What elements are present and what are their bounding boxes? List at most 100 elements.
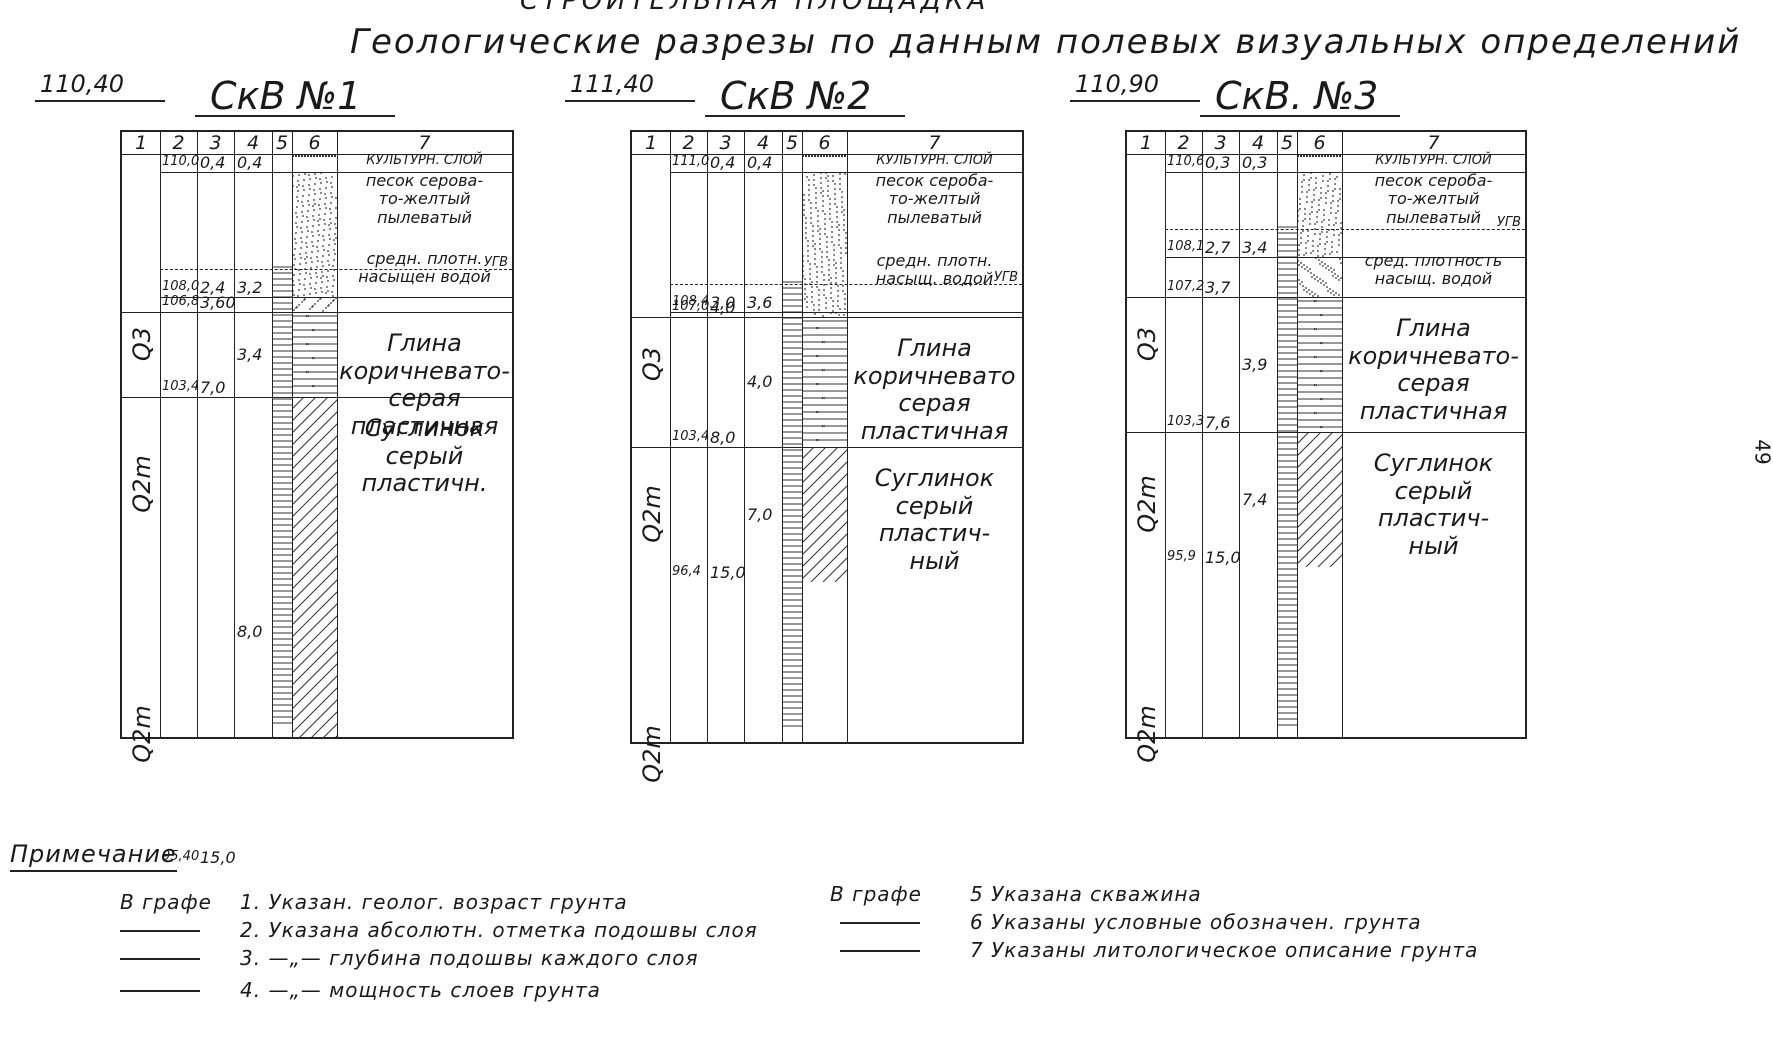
layer-abs-elevation: 110,6: [1167, 154, 1205, 169]
svg-text:": ": [816, 354, 820, 363]
column-divider: [292, 132, 293, 737]
layer-description: песок сероба- то-желтый пылеватый: [1374, 171, 1493, 227]
column-divider: [1277, 132, 1278, 737]
column-header-4: 4: [246, 132, 260, 154]
layer-description: сред. плотность насыщ. водой: [1364, 251, 1503, 289]
layer-depth: 0,4: [200, 153, 226, 172]
groundwater-level-line: [160, 269, 512, 270]
notes-left-prefix: В графе: [120, 890, 212, 914]
well-name: СкВ. №3: [1215, 74, 1379, 118]
layer-abs-elevation: 106,8: [162, 294, 200, 309]
layer-boundary: [1165, 297, 1525, 298]
layer-thickness: 3,9: [1242, 354, 1268, 374]
svg-text:": ": [822, 424, 826, 433]
geological-age-label: Q2m: [1133, 475, 1161, 533]
layer-thickness: 0,3: [1242, 153, 1268, 172]
column-divider: [1297, 132, 1298, 737]
layer-description: песок сероба- то-желтый пылеватый: [875, 171, 994, 227]
borehole-column: [1277, 226, 1297, 726]
geological-age-label: Q2m: [1133, 705, 1161, 763]
soil-pattern-clay: """""""""": [1297, 299, 1342, 434]
svg-text:": ": [306, 370, 310, 379]
elevation-line: [35, 100, 165, 102]
layer-boundary: [160, 297, 512, 298]
soil-column-graphic: """"""""": [782, 155, 847, 727]
column-header-3: 3: [1214, 132, 1227, 154]
notes-block: Примечание В графе 1. Указан. геолог. во…: [10, 840, 1770, 1040]
layer-boundary: [160, 172, 512, 173]
column-divider: [802, 132, 803, 742]
svg-text:": ": [816, 326, 820, 335]
page-number: 49: [1750, 439, 1773, 465]
column-header-7: 7: [928, 132, 941, 154]
note-dash: [120, 990, 200, 992]
well-name-underline: [1200, 115, 1400, 117]
well-name-underline: [195, 115, 395, 117]
layer-abs-elevation: 95,9: [1167, 549, 1196, 564]
layer-abs-elevation: 108,1: [1167, 239, 1205, 254]
layer-depth: 3,7: [1205, 278, 1231, 297]
svg-text:": ": [312, 328, 316, 337]
layer-boundary: [160, 312, 512, 313]
note-7: 7 Указаны литологическое описание грунта: [970, 938, 1479, 962]
note-3: 3. —„— глубина подошвы каждого слоя: [240, 946, 699, 970]
age-boundary: [1127, 297, 1165, 298]
layer-thickness: 7,0: [747, 504, 773, 524]
soil-pattern-sand: [292, 172, 337, 297]
column-header-4: 4: [1251, 132, 1265, 154]
svg-text:": ": [312, 356, 316, 365]
layer-depth: 15,0: [200, 848, 236, 867]
layer-boundary: [670, 312, 1022, 313]
groundwater-level-line: [1165, 229, 1525, 230]
column-header-5: 5: [275, 132, 289, 154]
column-divider: [670, 132, 671, 742]
soil-pattern-sand: [1297, 172, 1342, 257]
layer-description: КУЛЬТУРН. СЛОЙ: [876, 153, 993, 168]
column-divider: [707, 132, 708, 742]
age-boundary: [122, 397, 160, 398]
groundwater-level-label: УГВ: [483, 255, 508, 270]
layer-thickness: 0,4: [237, 153, 263, 172]
note-1: 1. Указан. геолог. возраст грунта: [240, 890, 628, 914]
svg-text:": ": [822, 368, 826, 377]
borehole-column: [272, 266, 292, 724]
svg-text:": ": [312, 384, 316, 393]
column-divider: [1202, 132, 1203, 737]
layer-depth: 7,6: [1205, 413, 1231, 432]
layer-abs-elevation: 110,0: [162, 154, 200, 169]
column-header-3: 3: [719, 132, 732, 154]
column-header-2: 2: [682, 132, 695, 154]
svg-text:": ": [1320, 425, 1324, 434]
column-header-6: 6: [818, 132, 831, 154]
layer-boundary: [160, 397, 512, 398]
column-header-1: 1: [644, 132, 658, 154]
svg-text:": ": [822, 396, 826, 405]
groundwater-level-label: УГВ: [1496, 215, 1521, 230]
age-boundary: [1127, 432, 1165, 433]
soil-pattern-loam: [802, 447, 847, 582]
geological-age-label: Q2m: [128, 455, 156, 513]
note-dash: [120, 958, 200, 960]
layer-boundary: [670, 317, 1022, 318]
soil-pattern-clay: """""": [292, 314, 337, 394]
layer-boundary: [1165, 172, 1525, 173]
layer-description: Суглинок серый пластич- ный: [1373, 449, 1494, 560]
geological-age-label: Q2m: [128, 705, 156, 763]
layer-boundary: [670, 172, 1022, 173]
layer-abs-elevation: 96,4: [672, 564, 701, 579]
soil-pattern-sand: [1297, 257, 1342, 297]
well-name-underline: [705, 115, 905, 117]
layer-thickness: 3,2: [237, 278, 263, 297]
layer-thickness: 0,4: [747, 153, 773, 172]
svg-text:": ": [816, 382, 820, 391]
borehole-column: [782, 281, 802, 727]
layer-boundary: [670, 447, 1022, 448]
svg-text:": ": [1320, 313, 1324, 322]
svg-text:": ": [1314, 383, 1318, 392]
layer-abs-elevation: 103,4: [162, 379, 200, 394]
groundwater-level-line: [670, 284, 1022, 285]
layer-thickness: 3,4: [237, 344, 263, 364]
